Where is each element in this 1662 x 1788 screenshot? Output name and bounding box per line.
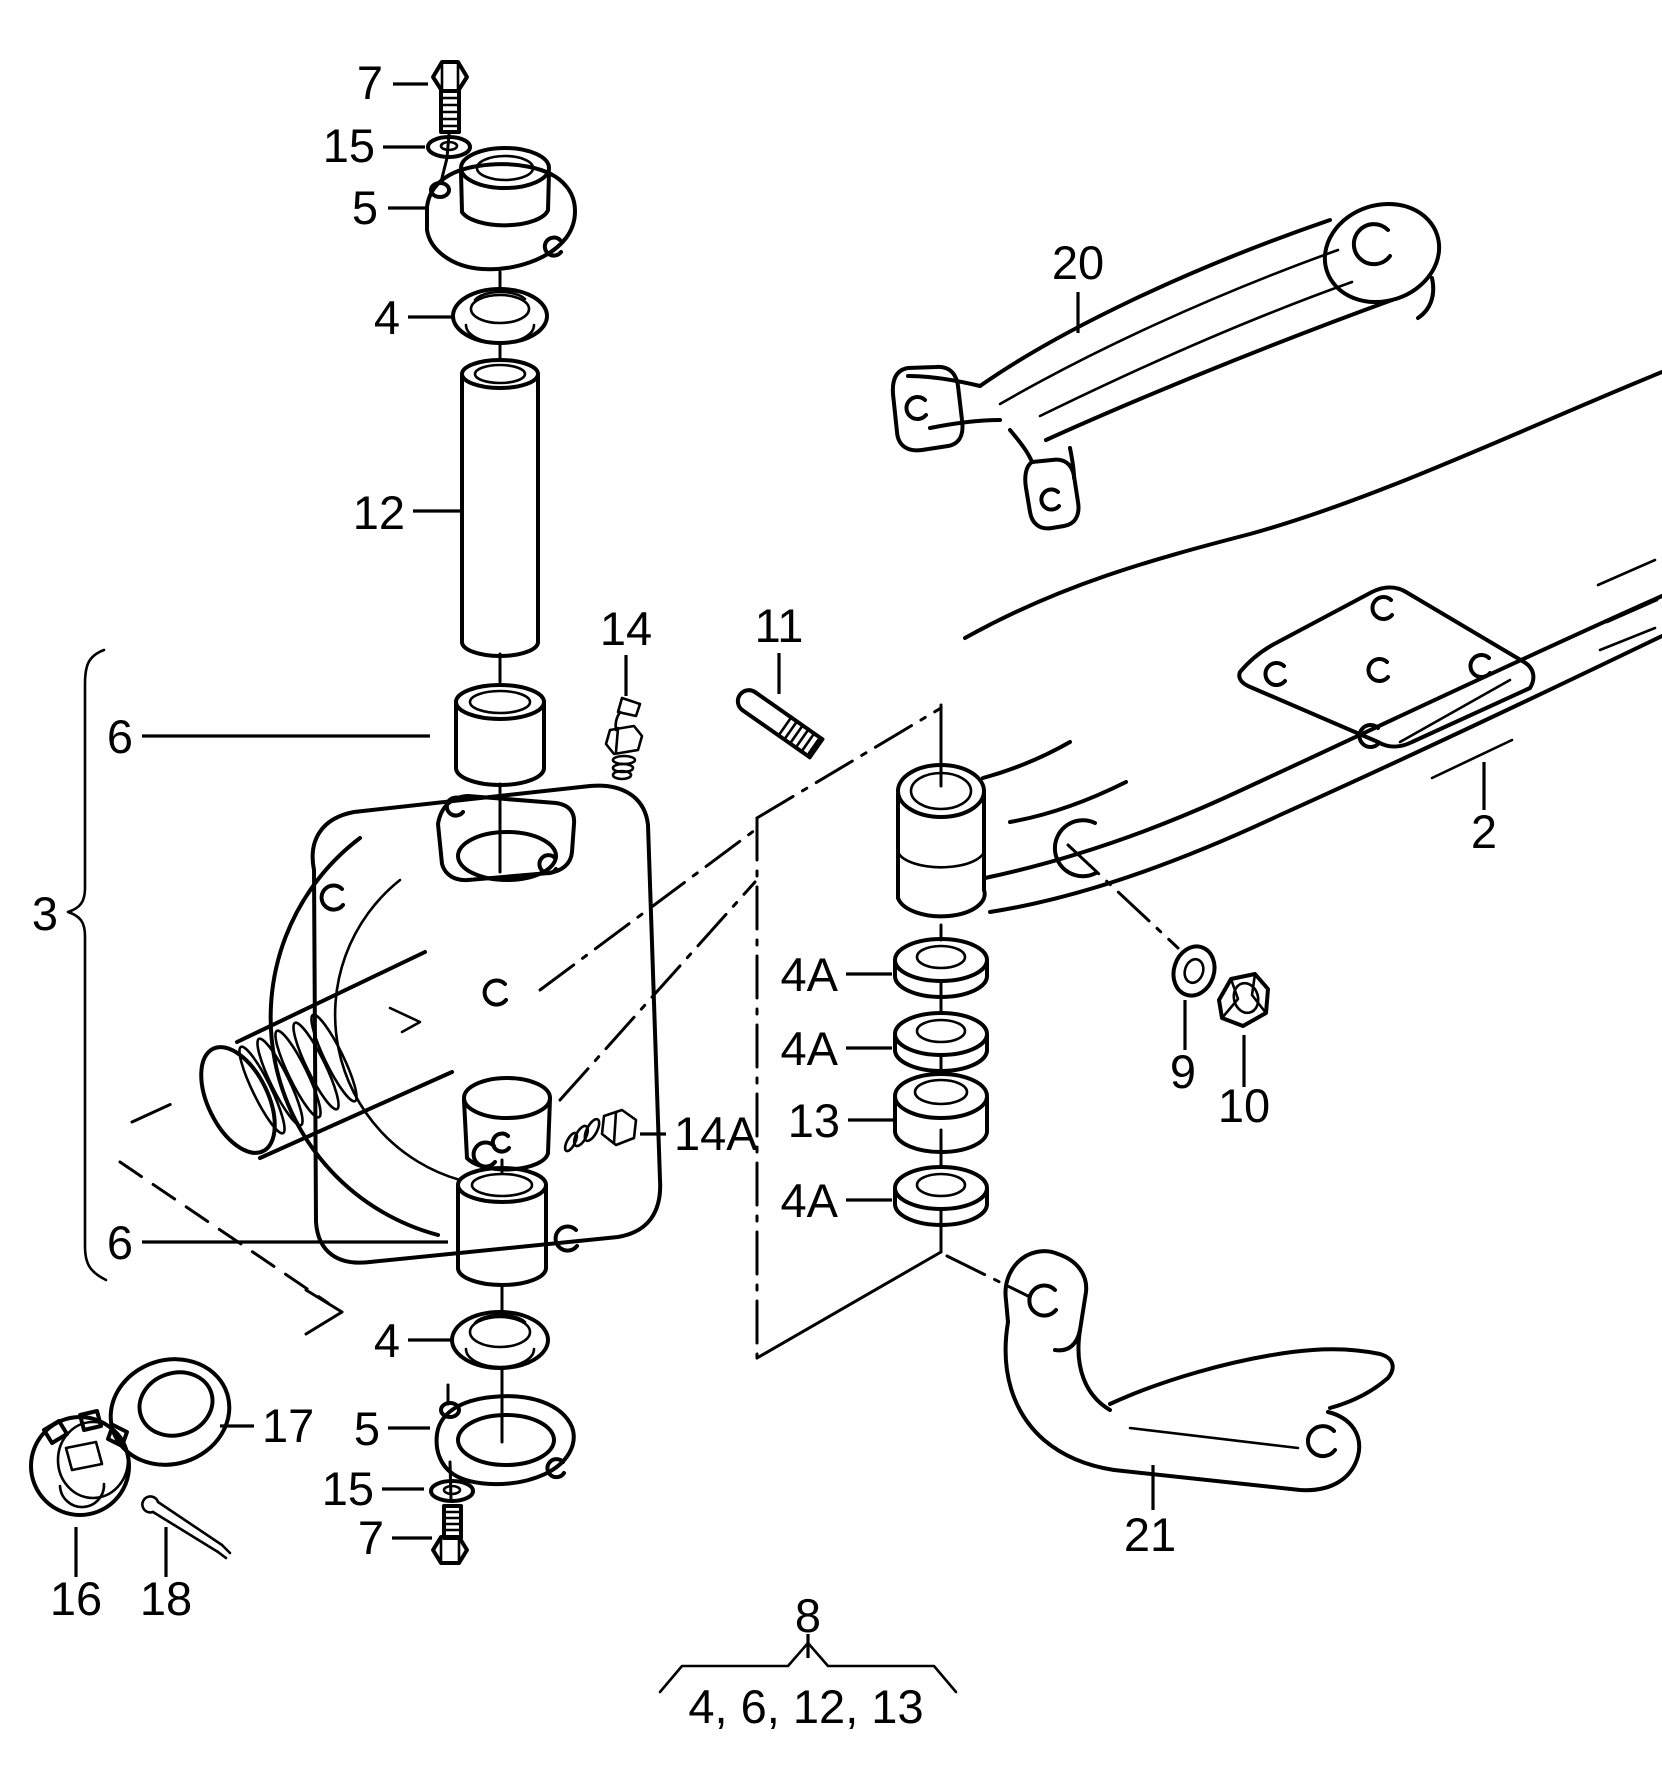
upper-arm-drawing (890, 201, 1442, 531)
callout-2: 2 (1471, 805, 1497, 858)
callout-17: 17 (262, 1399, 314, 1452)
callout-labels: 7 15 5 4 12 14 11 6 3 6 17 16 18 4 5 15 … (32, 56, 1497, 1733)
steering-knuckle-drawing (199, 783, 663, 1265)
callout-21: 21 (1124, 1508, 1176, 1561)
callout-6-top: 6 (107, 710, 133, 763)
lower-bracket-drawing (1003, 1249, 1395, 1493)
callout-14a: 14A (674, 1107, 758, 1160)
seal-ring-drawing (108, 1357, 232, 1467)
leader-lines (74, 82, 1486, 1658)
callout-14: 14 (600, 602, 652, 655)
callout-7-bottom: 7 (358, 1511, 384, 1564)
callout-16: 16 (50, 1572, 102, 1625)
grease-screw-drawing (563, 1108, 638, 1153)
lower-kingpin-column-drawing (429, 1166, 576, 1565)
cotter-pin-drawing (141, 1495, 232, 1560)
callout-4a-2: 4A (781, 1022, 839, 1075)
callout-18: 18 (140, 1572, 192, 1625)
callout-8: 8 (795, 1589, 821, 1642)
callout-5-top: 5 (352, 181, 378, 234)
callout-10: 10 (1218, 1079, 1270, 1132)
callout-20: 20 (1052, 236, 1104, 289)
callout-6-bottom: 6 (107, 1216, 133, 1269)
callout-4a-3: 4A (781, 1174, 839, 1227)
callout-4-top: 4 (374, 291, 400, 344)
callout-11: 11 (755, 599, 804, 652)
callout-4a-1: 4A (781, 948, 839, 1001)
axle-beam-drawing (963, 370, 1662, 914)
kit-boundary (755, 706, 943, 1360)
callout-4-bottom: 4 (374, 1314, 400, 1367)
castle-nut-drawing (29, 1409, 131, 1517)
callout-15-top: 15 (323, 119, 375, 172)
callout-12: 12 (353, 486, 405, 539)
callout-9: 9 (1170, 1045, 1196, 1098)
callout-3: 3 (32, 887, 58, 940)
washer-and-nut-drawing (1171, 944, 1270, 1028)
center-lines (118, 132, 1180, 1502)
stud-drawing (735, 688, 825, 760)
callout-7-top: 7 (357, 56, 383, 109)
callout-8-contents: 4, 6, 12, 13 (688, 1680, 923, 1733)
callout-5-bottom: 5 (354, 1402, 380, 1455)
grease-fitting-drawing (604, 696, 644, 781)
callout-13: 13 (788, 1094, 840, 1147)
group-3-brace (66, 648, 108, 1282)
callout-15-bottom: 15 (322, 1462, 374, 1515)
